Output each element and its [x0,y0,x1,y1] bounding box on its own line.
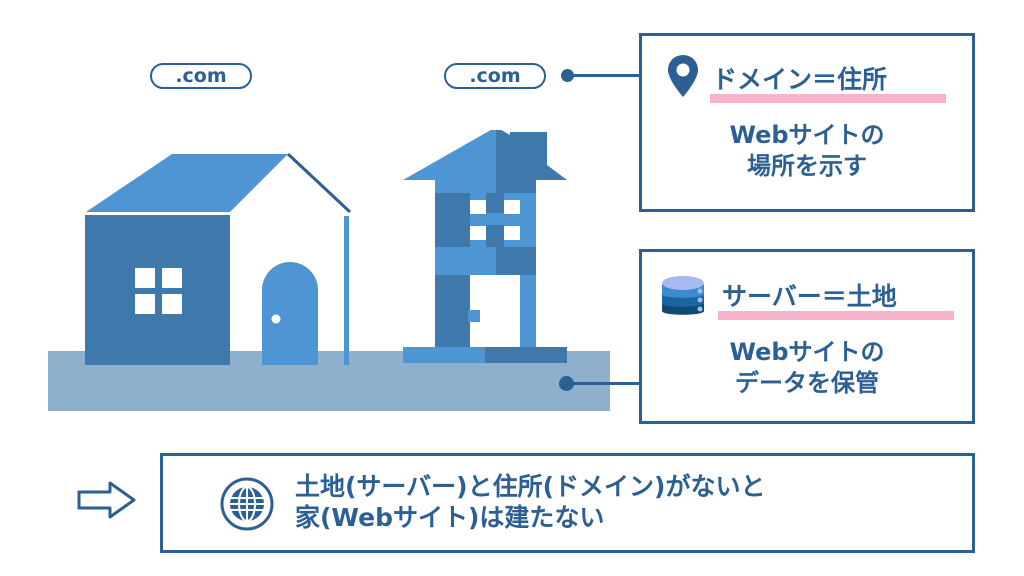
connector-dot-server [559,376,574,391]
server-desc: Webサイトの データを保管 [642,337,972,399]
conclusion-box: 土地(サーバー)と住所(ドメイン)がないと 家(Webサイト)は建たない [160,453,975,553]
connector-line-domain [570,74,640,77]
apartment-illustration [403,130,567,363]
connector-line-server [570,382,640,385]
domain-desc-line1: Webサイトの [729,121,885,149]
domain-tag-left: .com [150,63,252,89]
conclusion-line2: 家(Webサイト)は建たない [295,503,605,532]
domain-desc: Webサイトの 場所を示す [642,120,972,182]
server-desc-line1: Webサイトの [729,338,885,366]
server-desc-line2: データを保管 [735,369,879,397]
domain-title-highlight [710,94,946,103]
server-card: サーバー＝土地 Webサイトの データを保管 [639,249,975,424]
server-title-highlight [718,311,954,320]
domain-desc-line2: 場所を示す [747,152,867,180]
map-pin-icon [668,55,698,97]
domain-card: ドメイン＝住所 Webサイトの 場所を示す [639,33,975,212]
right-arrow-outline-icon [77,481,136,519]
conclusion-line1: 土地(サーバー)と住所(ドメイン)がないと [295,472,766,501]
house-illustration [85,152,352,365]
connector-dot-domain [561,69,574,82]
globe-icon [220,477,274,531]
domain-title: ドメイン＝住所 [712,65,888,94]
server-title: サーバー＝土地 [722,282,897,311]
conclusion-text: 土地(サーバー)と住所(ドメイン)がないと 家(Webサイト)は建たない [295,471,765,533]
domain-tag-right: .com [444,63,546,89]
database-icon [662,276,704,315]
